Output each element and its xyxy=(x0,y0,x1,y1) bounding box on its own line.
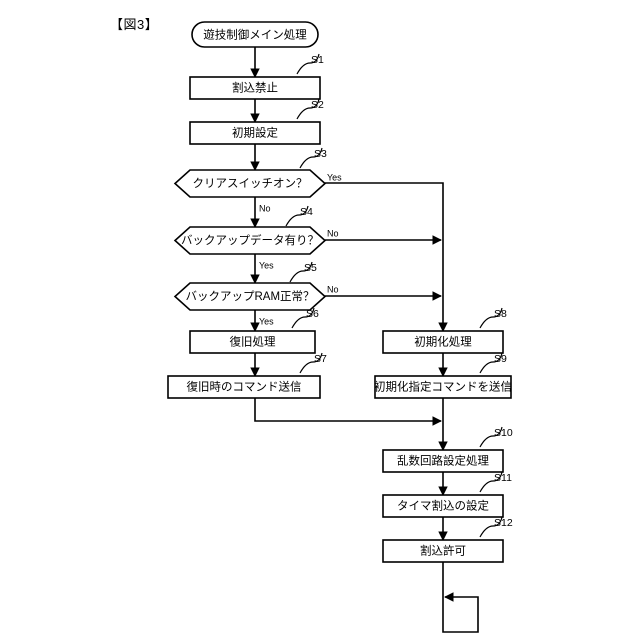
step-number-s3: S3 xyxy=(314,148,327,160)
branch-label-s4-yes: Yes xyxy=(259,260,274,270)
start-terminator-label: 遊技制御メイン処理 xyxy=(203,28,307,42)
s3-decision-shape xyxy=(173,169,327,198)
s10-box-label: 乱数回路設定処理 xyxy=(397,454,489,468)
node-s4[interactable]: バックアップデータ有り？ xyxy=(173,226,327,255)
s8-box-shape xyxy=(382,330,504,354)
s7-box-shape xyxy=(167,375,321,399)
step-number-s4: S4 xyxy=(300,206,313,218)
s9-box-shape xyxy=(374,375,512,399)
s11-box-shape xyxy=(382,494,504,518)
branch-label-s5-no: No xyxy=(327,284,339,294)
leader-s6 xyxy=(291,307,315,329)
node-s10[interactable]: 乱数回路設定処理 xyxy=(382,449,504,473)
s4-decision-label: バックアップデータ有り？ xyxy=(181,233,319,247)
s6-box-shape xyxy=(189,330,316,354)
s1-box-label: 割込禁止 xyxy=(232,81,278,95)
step-number-s1: S1 xyxy=(311,54,324,66)
node-s2[interactable]: 初期設定 xyxy=(189,121,321,145)
s2-box-label: 初期設定 xyxy=(232,126,278,140)
node-s12[interactable]: 割込許可 xyxy=(382,539,504,563)
s9-box-label: 初期化指定コマンドを送信 xyxy=(374,380,512,394)
connector-s12-loop xyxy=(442,562,479,633)
leader-s5 xyxy=(289,261,313,283)
connector-s3-yes-to-trunk xyxy=(325,182,448,332)
leader-s10 xyxy=(479,426,503,448)
s10-box-shape xyxy=(382,449,504,473)
s5-decision-label: バックアップRAM正常？ xyxy=(185,290,314,303)
leader-s9 xyxy=(479,352,503,374)
node-s9[interactable]: 初期化指定コマンドを送信 xyxy=(374,375,512,399)
s8-box-label: 初期化処理 xyxy=(414,335,472,349)
s5-decision-shape xyxy=(173,282,327,311)
connectors xyxy=(250,47,479,633)
s2-box-shape xyxy=(189,121,321,145)
node-s1[interactable]: 割込禁止 xyxy=(189,76,321,100)
branch-label-s3-no: No xyxy=(259,203,271,213)
s6-box-label: 復旧処理 xyxy=(230,335,276,349)
node-s5[interactable]: バックアップRAM正常？ xyxy=(173,282,327,311)
figure-number-label: 【図3】 xyxy=(110,17,159,32)
node-s7[interactable]: 復旧時のコマンド送信 xyxy=(167,375,321,399)
leader-s1 xyxy=(296,53,320,75)
s12-box-shape xyxy=(382,539,504,563)
s12-box-label: 割込許可 xyxy=(420,544,466,558)
connector-s7-to-trunk xyxy=(254,398,442,426)
step-number-s2: S2 xyxy=(311,99,324,111)
s4-decision-shape xyxy=(173,226,327,255)
step-number-s9: S9 xyxy=(494,353,507,365)
s1-box-shape xyxy=(189,76,321,100)
s11-box-label: タイマ割込の設定 xyxy=(397,499,489,513)
node-s8[interactable]: 初期化処理 xyxy=(382,330,504,354)
branch-label-s3-yes: Yes xyxy=(327,172,342,182)
node-s11[interactable]: タイマ割込の設定 xyxy=(382,494,504,518)
s3-decision-label: クリアスイッチオン？ xyxy=(193,177,308,190)
node-s6[interactable]: 復旧処理 xyxy=(189,330,316,354)
leader-s8 xyxy=(479,307,503,329)
node-start[interactable]: 遊技制御メイン処理 xyxy=(191,21,319,48)
step-number-s10: S10 xyxy=(494,427,513,439)
step-number-s12: S12 xyxy=(494,517,513,529)
leader-s2 xyxy=(296,98,320,120)
leader-s12 xyxy=(479,516,503,538)
branch-label-s5-yes: Yes xyxy=(259,316,274,326)
branch-label-s4-no: No xyxy=(327,228,339,238)
step-number-s11: S11 xyxy=(494,472,512,484)
s7-box-label: 復旧時のコマンド送信 xyxy=(187,380,302,394)
leader-s7 xyxy=(299,352,323,374)
step-number-s7: S7 xyxy=(314,353,327,365)
leader-s3 xyxy=(299,147,323,169)
leader-s4 xyxy=(285,205,309,227)
step-number-s6: S6 xyxy=(306,308,319,320)
step-number-s5: S5 xyxy=(304,262,317,274)
start-terminator-shape xyxy=(191,21,319,48)
leader-s11 xyxy=(479,471,503,493)
step-leaders xyxy=(285,53,503,538)
step-number-s8: S8 xyxy=(494,308,507,320)
node-s3[interactable]: クリアスイッチオン？ xyxy=(173,169,327,198)
